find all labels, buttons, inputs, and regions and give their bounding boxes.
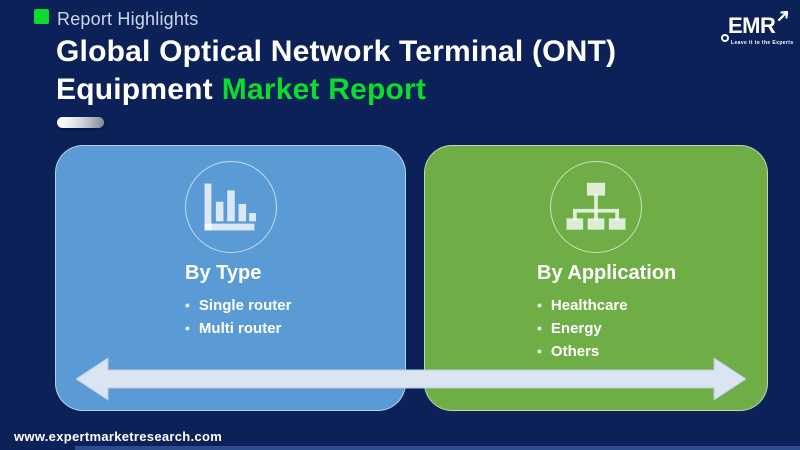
bottom-strip xyxy=(75,446,800,450)
card-by-application-heading: By Application xyxy=(537,262,677,284)
list-item: • Others xyxy=(537,340,767,363)
logo-up-arrow-icon xyxy=(777,10,789,22)
pill-divider xyxy=(57,117,104,128)
double-headed-arrow xyxy=(76,357,746,401)
list-item-label: Others xyxy=(550,343,600,360)
title-line2-white: Equipment xyxy=(56,73,213,106)
list-item-label: Single router xyxy=(198,297,292,314)
logo-ring-icon xyxy=(721,34,729,42)
bar-chart-icon xyxy=(204,183,256,231)
bullet-icon: • xyxy=(537,343,542,359)
title-line1: Global Optical Network Terminal (ONT) xyxy=(56,35,617,68)
hierarchy-icon xyxy=(566,182,626,230)
logo-wordmark: EMR xyxy=(728,13,776,38)
bar-chart-icon-circle xyxy=(184,161,277,253)
list-item-label: Healthcare xyxy=(550,297,628,314)
list-item-label: Multi router xyxy=(198,320,282,337)
bullet-icon: • xyxy=(537,297,542,313)
accent-square xyxy=(34,9,49,24)
list-item-label: Energy xyxy=(550,320,602,337)
hierarchy-icon-circle xyxy=(550,161,642,253)
card-by-type-list: • Single router • Multi router xyxy=(185,294,405,340)
list-item: • Healthcare xyxy=(537,294,767,317)
logo-tagline: Leave it to the Experts xyxy=(731,40,794,46)
list-item: • Multi router xyxy=(185,317,405,340)
bullet-icon: • xyxy=(537,320,542,336)
card-by-type: By Type • Single router • Multi router xyxy=(55,145,406,411)
card-by-application: By Application • Healthcare • Energy • Othe… xyxy=(424,145,768,411)
card-by-type-heading: By Type xyxy=(185,262,262,284)
title-line2-accent: Market Report xyxy=(221,73,427,106)
page-title: Global Optical Network Terminal (ONT) Eq… xyxy=(56,33,656,109)
website-url: www.expertmarketresearch.com xyxy=(14,429,223,444)
eyebrow-label: Report Highlights xyxy=(57,9,199,29)
emr-logo: EMR Leave it to the Experts xyxy=(718,10,794,51)
list-item: • Single router xyxy=(185,294,405,317)
list-item: • Energy xyxy=(537,317,767,340)
bullet-icon: • xyxy=(185,320,190,336)
card-by-application-list: • Healthcare • Energy • Others xyxy=(537,294,767,363)
bullet-icon: • xyxy=(185,297,190,313)
